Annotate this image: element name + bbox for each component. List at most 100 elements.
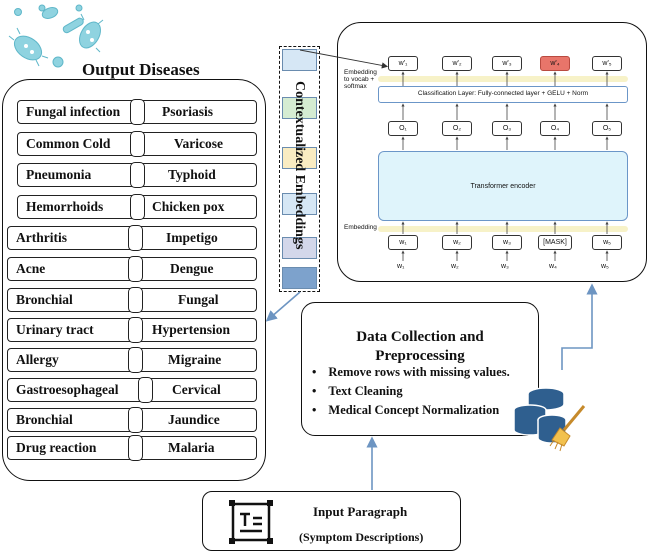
- raw-input: w₂: [451, 263, 459, 270]
- disease-row: Bronchial Fungal: [7, 287, 257, 313]
- disease-row: Allergy Migraine: [7, 347, 257, 373]
- row-divider: [130, 99, 145, 125]
- output-token: w'₃: [492, 56, 522, 71]
- disease-left: Common Cold: [26, 136, 111, 151]
- disease-left: Bronchial: [16, 292, 73, 307]
- transformer-encoder-label: Transformer encoder: [470, 183, 536, 190]
- disease-row: Arthritis Impetigo: [7, 225, 257, 251]
- row-divider: [128, 435, 143, 461]
- classification-layer: [378, 86, 628, 103]
- row-divider: [128, 287, 143, 313]
- vocab-label: Embedding to vocab + softmax: [344, 69, 377, 90]
- preprocessing-step: Remove rows with missing values.: [312, 365, 509, 380]
- disease-left: Gastroesophageal: [16, 382, 119, 397]
- disease-right: Chicken pox: [152, 199, 225, 214]
- embedding-box: [282, 193, 317, 215]
- output-token: w'₂: [442, 56, 472, 71]
- preprocessing-step: Text Cleaning: [312, 384, 510, 399]
- row-divider: [128, 347, 143, 373]
- disease-left: Hemorrhoids: [26, 199, 104, 214]
- arrow-preprocessing-to-model: [561, 283, 598, 370]
- input-paragraph-subtitle: (Symptom Descriptions): [299, 530, 424, 544]
- disease-left: Pneumonia: [26, 167, 92, 182]
- raw-input: w₃: [501, 263, 509, 270]
- disease-row: Common Cold Varicose: [17, 131, 257, 157]
- input-paragraph-title: Input Paragraph: [313, 504, 408, 519]
- disease-right: Migraine: [168, 352, 222, 367]
- row-divider: [128, 256, 143, 282]
- row-divider: [130, 162, 145, 188]
- disease-left: Drug reaction: [16, 440, 97, 455]
- row-divider: [130, 131, 145, 157]
- hidden-state: O₄: [540, 121, 570, 136]
- raw-input: w₅: [601, 263, 609, 270]
- disease-left: Urinary tract: [16, 322, 94, 337]
- embedding-box: [282, 147, 317, 169]
- disease-left: Arthritis: [16, 230, 67, 245]
- disease-left: Bronchial: [16, 412, 73, 427]
- disease-right: Hypertension: [152, 322, 231, 337]
- preprocessing-step: Medical Concept Normalization: [312, 403, 510, 418]
- vocab-label-line: Embedding: [344, 69, 377, 76]
- model-arrows: [401, 71, 609, 261]
- raw-input: w₄: [549, 263, 557, 270]
- raw-input: w₁: [397, 263, 405, 270]
- embedding-box: [282, 267, 317, 289]
- data-collection-box: Data Collection and Preprocessing Remove…: [301, 302, 539, 436]
- disease-right: Typhoid: [168, 167, 216, 182]
- disease-row: Hemorrhoids Chicken pox: [17, 194, 257, 220]
- row-divider: [138, 377, 153, 403]
- transformer-model-panel: w'₁ w'₂ w'₃ w'₄ w'₅ Embedding to vocab +…: [337, 22, 647, 282]
- hidden-state: O₁: [388, 121, 418, 136]
- output-diseases-panel: Fungal infection Psoriasis Common Cold Var…: [2, 79, 266, 481]
- disease-right: Dengue: [170, 261, 214, 276]
- transformer-encoder: [378, 151, 628, 221]
- hidden-state: O₂: [442, 121, 472, 136]
- input-token: w₃: [492, 235, 522, 250]
- input-token: w₁: [388, 235, 418, 250]
- arrow-model-to-embeddings: [299, 49, 389, 69]
- hidden-state: O₃: [492, 121, 522, 136]
- disease-row: Fungal infection Psoriasis: [17, 99, 257, 125]
- output-diseases-title: Output Diseases: [82, 60, 200, 79]
- output-token-highlighted: w'₄: [540, 56, 570, 71]
- disease-row: Gastroesophageal Cervical: [7, 377, 257, 403]
- disease-row: Bronchial Jaundice: [7, 407, 257, 433]
- row-divider: [128, 407, 143, 433]
- disease-right: Varicose: [174, 136, 223, 151]
- disease-row: Drug reaction Malaria: [7, 435, 257, 461]
- hidden-state: O₅: [592, 121, 622, 136]
- vocab-label-line: to vocab +: [344, 76, 375, 83]
- arrow-embeddings-to-diseases: [265, 291, 301, 322]
- disease-left: Fungal infection: [26, 104, 121, 119]
- data-collection-subtitle: Preprocessing: [375, 348, 465, 364]
- input-paragraph-box: Input Paragraph (Symptom Descriptions): [202, 491, 461, 551]
- output-token: w'₅: [592, 56, 622, 71]
- output-token: w'₁: [388, 56, 418, 71]
- disease-right: Fungal: [178, 292, 219, 307]
- disease-right: Malaria: [168, 440, 215, 455]
- disease-left: Allergy: [16, 352, 59, 367]
- bacteria-icon: [8, 4, 104, 68]
- vocab-band: [378, 76, 628, 82]
- disease-right: Cervical: [172, 382, 221, 397]
- row-divider: [128, 225, 143, 251]
- embedding-box: [282, 97, 317, 119]
- disease-right: Impetigo: [166, 230, 218, 245]
- classification-layer-label: Classification Layer: Fully-connected la…: [417, 90, 589, 97]
- data-collection-title: Data Collection and: [356, 329, 484, 345]
- embedding-box: [282, 237, 317, 259]
- row-divider: [128, 317, 143, 343]
- document-text-icon: [229, 500, 273, 544]
- disease-right: Psoriasis: [162, 104, 214, 119]
- row-divider: [130, 194, 145, 220]
- disease-right: Jaundice: [168, 412, 220, 427]
- disease-row: Pneumonia Typhoid: [17, 162, 257, 188]
- embedding-label: Embedding: [344, 224, 377, 231]
- embedding-band: [378, 226, 628, 232]
- vocab-label-line: softmax: [344, 83, 367, 90]
- embedding-box: [282, 49, 317, 71]
- preprocessing-steps: Remove rows with missing values. Text Cl…: [312, 365, 510, 422]
